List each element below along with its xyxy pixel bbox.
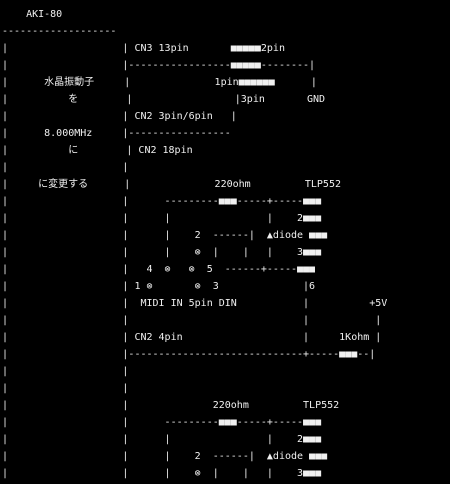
circuit1-pin3-line: | | | ⊗ | | | 3■■■: [2, 247, 322, 258]
circuit1-midi-line: | | MIDI IN 5pin DIN | +5V: [2, 298, 388, 309]
crystal-line-2: | を | |3pin GND: [2, 94, 326, 105]
circuit1-din-pins-line-2: | | 1 ⊗ ⊗ 3 |6: [2, 281, 316, 292]
circuit2-diode-line: | | | 2 ------| ▲diode ■■■: [2, 451, 328, 462]
cn2-3pin-line: | | CN2 3pin/6pin |: [2, 111, 237, 122]
circuit2-resistor-line: | | ---------■■■-----+-----■■■: [2, 417, 322, 428]
spacer-line-2: | |: [2, 366, 129, 377]
circuit1-vcc-line: | | | |: [2, 315, 382, 326]
chip-line: | |-----------------■■■■■--------|: [2, 60, 316, 71]
spacer-line-3: | |: [2, 383, 129, 394]
header-rule: -------------------: [2, 26, 117, 37]
circuit1-din-pins-line: | | 4 ⊗ ⊗ 5 ------+-----■■■: [2, 264, 316, 275]
cn3-line: | | CN3 13pin ■■■■■2pin: [2, 43, 285, 54]
circuit1-pin2-line: | | | | 2■■■: [2, 213, 322, 224]
circuit1-cn2-4pin-line: | | CN2 4pin | 1Kohm |: [2, 332, 382, 343]
circuit1-bottom-line: | |-----------------------------+-----■■…: [2, 349, 376, 360]
circuit2-header-line: | | 220ohm TLP552: [2, 400, 340, 411]
crystal-line-1: | 水晶振動子 | 1pin■■■■■■ |: [2, 77, 317, 88]
circuit2-pin2-line: | | | | 2■■■: [2, 434, 322, 445]
spacer-line-1: | |: [2, 162, 129, 173]
circuit1-header-line: | に変更する | 220ohm TLP552: [2, 179, 341, 190]
title-line: AKI-80: [2, 9, 63, 20]
circuit1-resistor-line: | | ---------■■■-----+-----■■■: [2, 196, 322, 207]
cn2-18pin-line: | に | CN2 18pin: [2, 145, 193, 156]
circuit2-pin3-line: | | | ⊗ | | | 3■■■: [2, 468, 322, 479]
circuit1-diode-line: | | | 2 ------| ▲diode ■■■: [2, 230, 328, 241]
freq-line: | 8.000MHz |-----------------: [2, 128, 231, 139]
